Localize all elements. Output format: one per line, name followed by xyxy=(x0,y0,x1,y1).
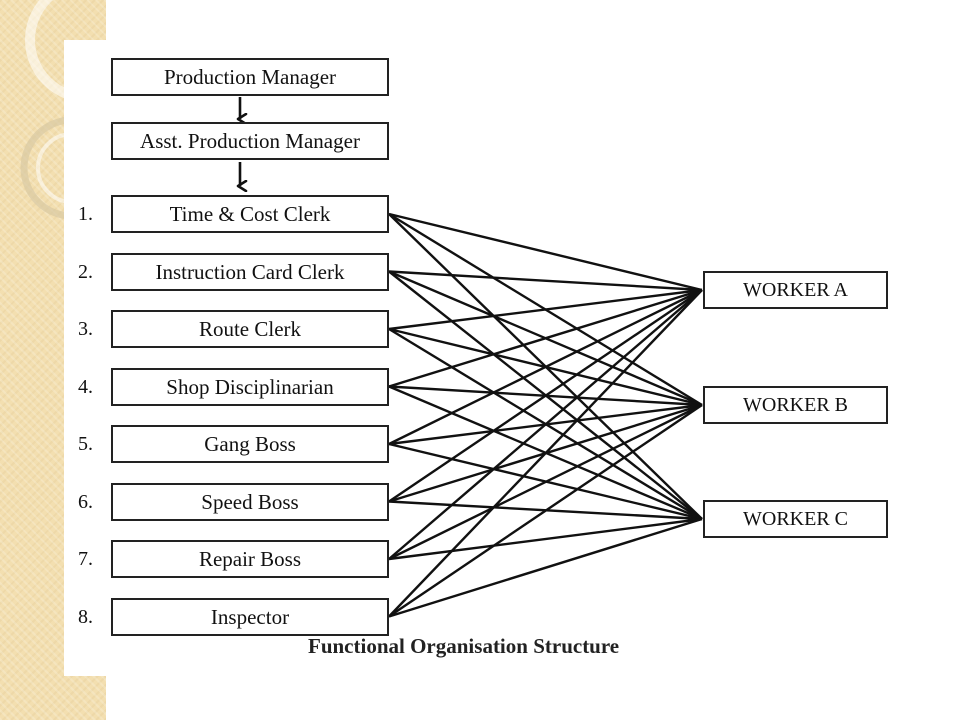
diagram-caption: Functional Organisation Structure xyxy=(308,634,620,658)
function-number-5: 5. xyxy=(78,433,93,455)
function-worker-links xyxy=(388,212,703,618)
production-manager-box: Production Manager xyxy=(111,58,389,96)
link-function-7-to-worker-c xyxy=(388,517,703,561)
function-number-4: 4. xyxy=(78,376,93,398)
function-box-repair-boss: Repair Boss xyxy=(111,540,389,578)
worker-box-c: WORKER C xyxy=(703,500,888,538)
link-function-8-to-worker-a xyxy=(388,289,703,618)
function-box-inspector: Inspector xyxy=(111,598,389,636)
link-function-4-to-worker-a xyxy=(388,288,703,388)
function-number-6: 6. xyxy=(78,491,93,513)
function-box-instruction-card-clerk: Instruction Card Clerk xyxy=(111,253,389,291)
link-function-8-to-worker-c xyxy=(388,517,703,618)
link-function-5-to-worker-a xyxy=(388,288,703,446)
function-number-2: 2. xyxy=(78,261,93,283)
function-box-speed-boss: Speed Boss xyxy=(111,483,389,521)
link-function-8-to-worker-b xyxy=(388,404,703,618)
asst-production-manager-box: Asst. Production Manager xyxy=(111,122,389,160)
link-function-2-to-worker-a xyxy=(388,270,703,292)
worker-box-a: WORKER A xyxy=(703,271,888,309)
function-number-8: 8. xyxy=(78,606,93,628)
function-box-route-clerk: Route Clerk xyxy=(111,310,389,348)
function-number-7: 7. xyxy=(78,548,93,570)
link-function-6-to-worker-a xyxy=(388,289,703,503)
link-function-7-to-worker-b xyxy=(388,403,703,561)
function-box-gang-boss: Gang Boss xyxy=(111,425,389,463)
link-function-3-to-worker-a xyxy=(388,288,703,331)
function-number-1: 1. xyxy=(78,203,93,225)
link-function-1-to-worker-a xyxy=(388,212,703,292)
function-box-shop-disciplinarian: Shop Disciplinarian xyxy=(111,368,389,406)
function-number-3: 3. xyxy=(78,318,93,340)
link-function-7-to-worker-a xyxy=(388,289,703,560)
function-box-time-cost-clerk: Time & Cost Clerk xyxy=(111,195,389,233)
worker-box-b: WORKER B xyxy=(703,386,888,424)
